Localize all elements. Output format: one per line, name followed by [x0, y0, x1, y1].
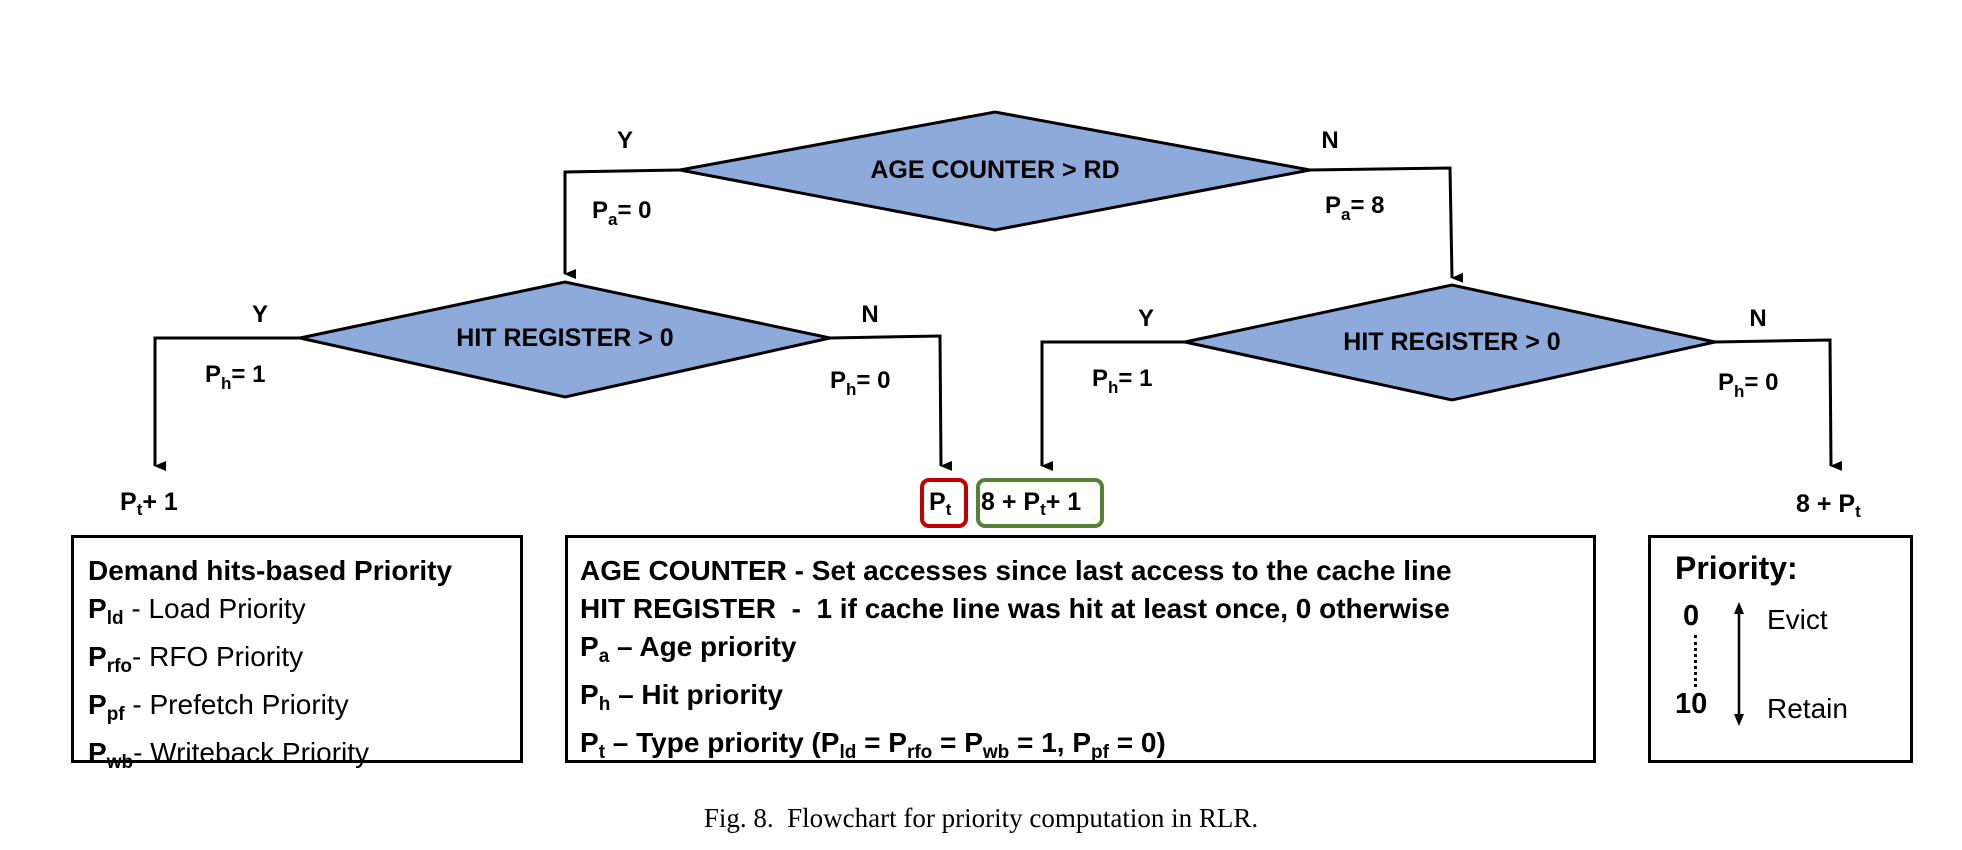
connector-top-yes [563, 168, 681, 279]
definition-ph: Ph – Hit priority [580, 679, 783, 715]
result-8-pt-plus-1: 8 + Pt+ 1 [981, 488, 1082, 519]
priority-high-value: 10 [1675, 688, 1708, 720]
priority-scale-title: Priority: [1675, 550, 1798, 586]
definition-hit-register: HIT REGISTER - 1 if cache line was hit a… [580, 593, 1450, 624]
assign-ph-right-yes: Ph= 1 [1092, 365, 1152, 397]
definition-age-counter: AGE COUNTER - Set accesses since last ac… [580, 555, 1452, 586]
condition-hit-right-text: HIT REGISTER > 0 [1343, 328, 1560, 356]
connector-left-no [829, 334, 953, 471]
connector-right-yes [1040, 340, 1185, 471]
assign-ph-right-no: Ph= 0 [1718, 369, 1778, 401]
label-no-left: N [861, 301, 878, 328]
highlight-box-red [920, 478, 968, 528]
highlight-box-green [976, 478, 1104, 528]
legend-box-priority-scale: Priority: 0 10 Evict Retain [1648, 535, 1913, 763]
result-8-pt: 8 + Pt [1796, 490, 1861, 521]
condition-age-text: AGE COUNTER > RD [870, 156, 1119, 184]
priority-evict-label: Evict [1767, 604, 1828, 635]
legend-left-item: Ppf - Prefetch Priority [88, 689, 349, 725]
label-yes-top: Y [617, 127, 633, 154]
legend-left-title: Demand hits-based Priority [88, 555, 453, 586]
double-arrow-icon [1734, 602, 1744, 726]
connector-top-no [1309, 166, 1464, 283]
assign-pa-no: Pa= 8 [1325, 192, 1385, 224]
priority-low-value: 0 [1683, 600, 1700, 632]
assign-ph-left-yes: Ph= 1 [205, 361, 265, 393]
label-no-right: N [1749, 305, 1766, 332]
legend-left-item: Pwb- Writeback Priority [88, 737, 370, 773]
label-no-top: N [1321, 127, 1338, 154]
connector-left-yes [153, 336, 300, 471]
result-pt-plus-1: Pt+ 1 [120, 488, 178, 519]
legend-left-item: Prfo- RFO Priority [88, 641, 304, 677]
priority-retain-label: Retain [1767, 693, 1848, 724]
definition-pa: Pa – Age priority [580, 631, 797, 667]
legend-left-item: Pld - Load Priority [88, 593, 306, 629]
assign-ph-left-no: Ph= 0 [830, 367, 890, 399]
assign-pa-yes: Pa= 0 [592, 197, 652, 229]
condition-hit-left-text: HIT REGISTER > 0 [456, 324, 673, 352]
legend-box-demand-priority: Demand hits-based Priority Pld - Load Pr… [71, 535, 523, 773]
legend-box-definitions: AGE COUNTER - Set accesses since last ac… [565, 535, 1596, 763]
priority-dotted-line [1694, 635, 1697, 687]
figure-caption: Fig. 8. Flowchart for priority computati… [703, 803, 1259, 833]
definition-pt: Pt – Type priority (Pld = Prfo = Pwb = 1… [580, 727, 1166, 763]
result-pt: Pt [929, 488, 952, 519]
connector-right-no [1714, 338, 1843, 471]
label-yes-left: Y [252, 301, 268, 328]
label-yes-right: Y [1138, 305, 1154, 332]
